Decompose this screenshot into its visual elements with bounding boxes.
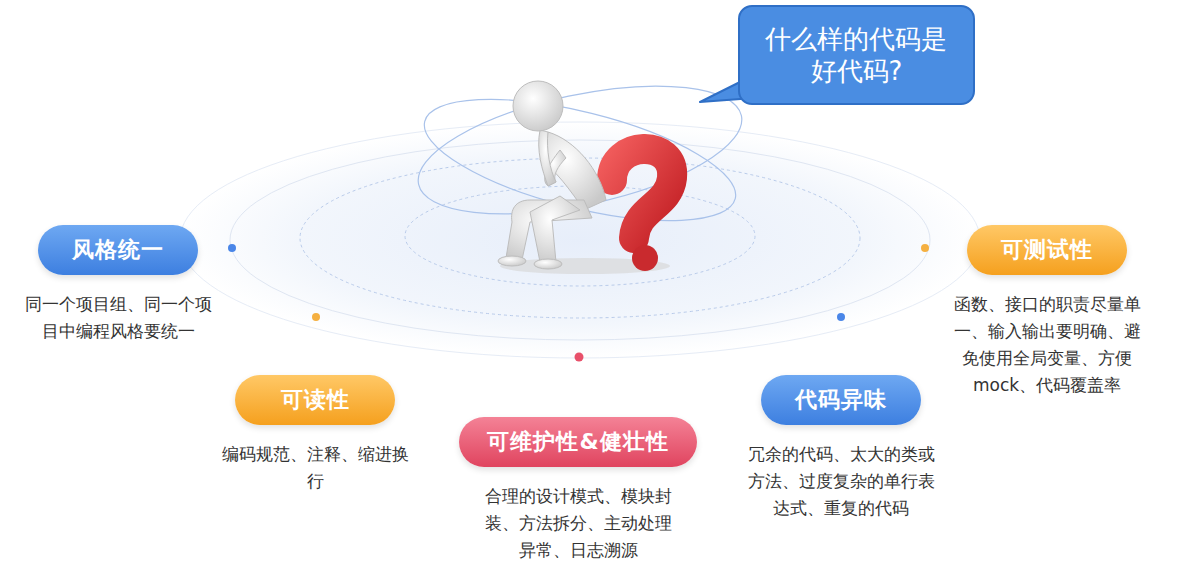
topic-card: 可读性编码规范、注释、缩进换 行	[195, 375, 435, 495]
topic-description: 冗余的代码、太大的类或 方法、过度复杂的单行表 达式、重复的代码	[742, 441, 939, 522]
dot	[312, 313, 320, 321]
topic-pill: 可读性	[235, 375, 395, 425]
ring	[405, 186, 755, 286]
topic-card: 可测试性函数、接口的职责尽量单 一、输入输出要明确、避 免使用全局变量、方便 m…	[932, 225, 1162, 399]
question-mark	[612, 149, 672, 238]
dot	[575, 353, 584, 362]
orbit	[413, 75, 747, 246]
dot	[228, 244, 236, 252]
topic-card: 代码异味冗余的代码、太大的类或 方法、过度复杂的单行表 达式、重复的代码	[721, 375, 961, 522]
topic-description: 合理的设计模式、模块封 装、方法拆分、主动处理 异常、日志溯源	[479, 483, 676, 564]
topic-card: 风格统一同一个项目组、同一个项 目中编程风格要统一	[1, 225, 236, 345]
topic-card: 可维护性&健壮性合理的设计模式、模块封 装、方法拆分、主动处理 异常、日志溯源	[433, 417, 723, 564]
topic-pill: 可维护性&健壮性	[459, 417, 696, 467]
glow-disc	[180, 122, 980, 358]
topic-pill: 风格统一	[38, 225, 198, 275]
topic-description: 编码规范、注释、缩进换 行	[216, 441, 413, 495]
question-dot	[632, 245, 658, 271]
topic-description: 同一个项目组、同一个项 目中编程风格要统一	[19, 291, 216, 345]
topic-pill: 可测试性	[967, 225, 1127, 275]
dot	[921, 244, 929, 252]
speech-bubble: 什么样的代码是 好代码?	[738, 5, 975, 105]
thinking-figure	[498, 81, 606, 269]
dot	[837, 313, 845, 321]
bubble-text: 什么样的代码是 好代码?	[760, 23, 952, 87]
topic-pill: 代码异味	[761, 375, 921, 425]
topic-description: 函数、接口的职责尽量单 一、输入输出要明确、避 免使用全局变量、方便 mock、…	[948, 291, 1145, 399]
